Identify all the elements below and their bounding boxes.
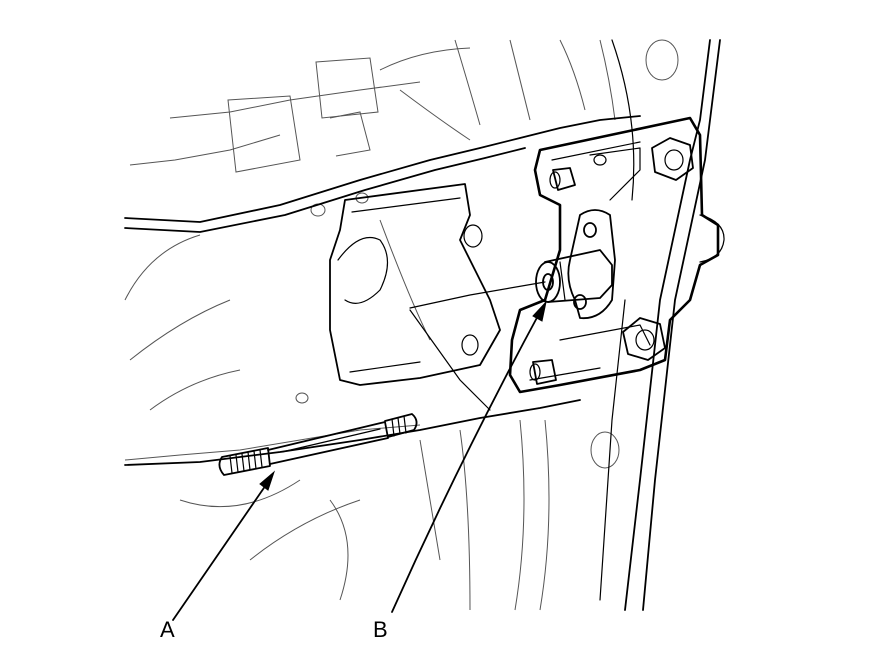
upper-stud [549,167,576,191]
callout-label-b: B [373,617,388,642]
leader-line-a [172,470,276,621]
leader-line-b [391,300,547,613]
hinge-plate [508,116,725,394]
lower-nut [622,317,666,361]
threaded-stud-a [218,413,418,476]
vehicle-body-outline [124,39,679,611]
callout-label-a: A [160,617,175,642]
upper-nut [651,137,694,181]
hinge-bracket [329,183,501,411]
door-panel [124,39,721,611]
lower-stud [529,359,557,385]
pin-alignment-line [409,281,546,309]
